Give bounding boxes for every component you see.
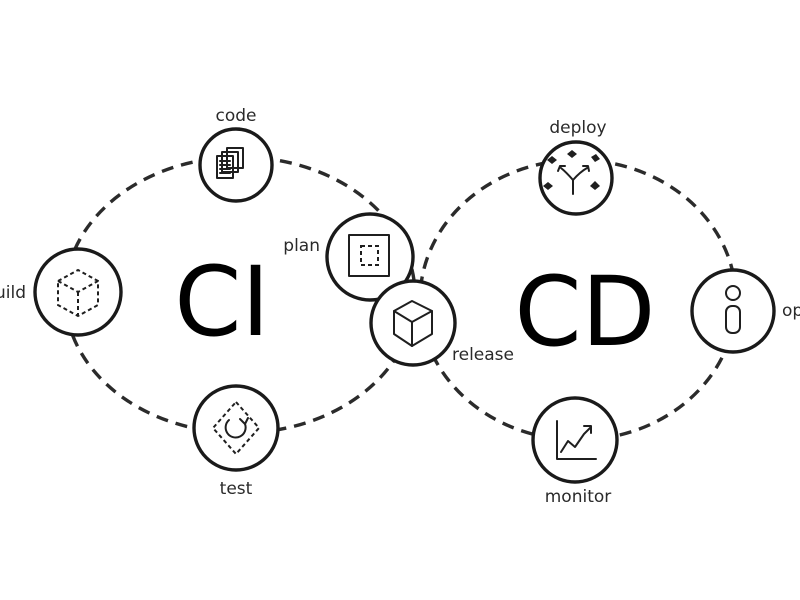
node-operate[interactable]: op	[690, 268, 800, 354]
node-deploy[interactable]: deploy	[538, 118, 614, 216]
release-box-icon	[393, 300, 433, 347]
node-plan-label: plan	[283, 236, 320, 256]
monitor-chart-icon	[556, 420, 597, 460]
node-monitor[interactable]: monitor	[531, 396, 619, 507]
node-release[interactable]: release	[369, 279, 514, 367]
node-operate-label: op	[782, 301, 800, 321]
node-deploy-label: deploy	[549, 118, 606, 138]
operate-info-icon	[725, 285, 741, 334]
node-release-label: release	[452, 345, 514, 365]
build-cube-icon	[57, 268, 99, 318]
test-loop-icon	[211, 400, 261, 456]
plan-frame-icon	[348, 234, 390, 277]
node-monitor-label: monitor	[545, 487, 612, 507]
node-code-label: code	[216, 106, 257, 126]
cd-title: CD	[515, 256, 656, 368]
ci-title: CI	[174, 246, 269, 358]
node-build[interactable]: uild	[0, 247, 123, 337]
deploy-arrows-icon	[543, 150, 600, 195]
code-document-icon	[216, 147, 244, 179]
node-build-label: uild	[0, 283, 26, 303]
node-plan[interactable]: plan	[283, 212, 415, 302]
node-test[interactable]: test	[192, 384, 280, 499]
node-code[interactable]: code	[198, 106, 274, 203]
node-test-label: test	[220, 479, 253, 499]
